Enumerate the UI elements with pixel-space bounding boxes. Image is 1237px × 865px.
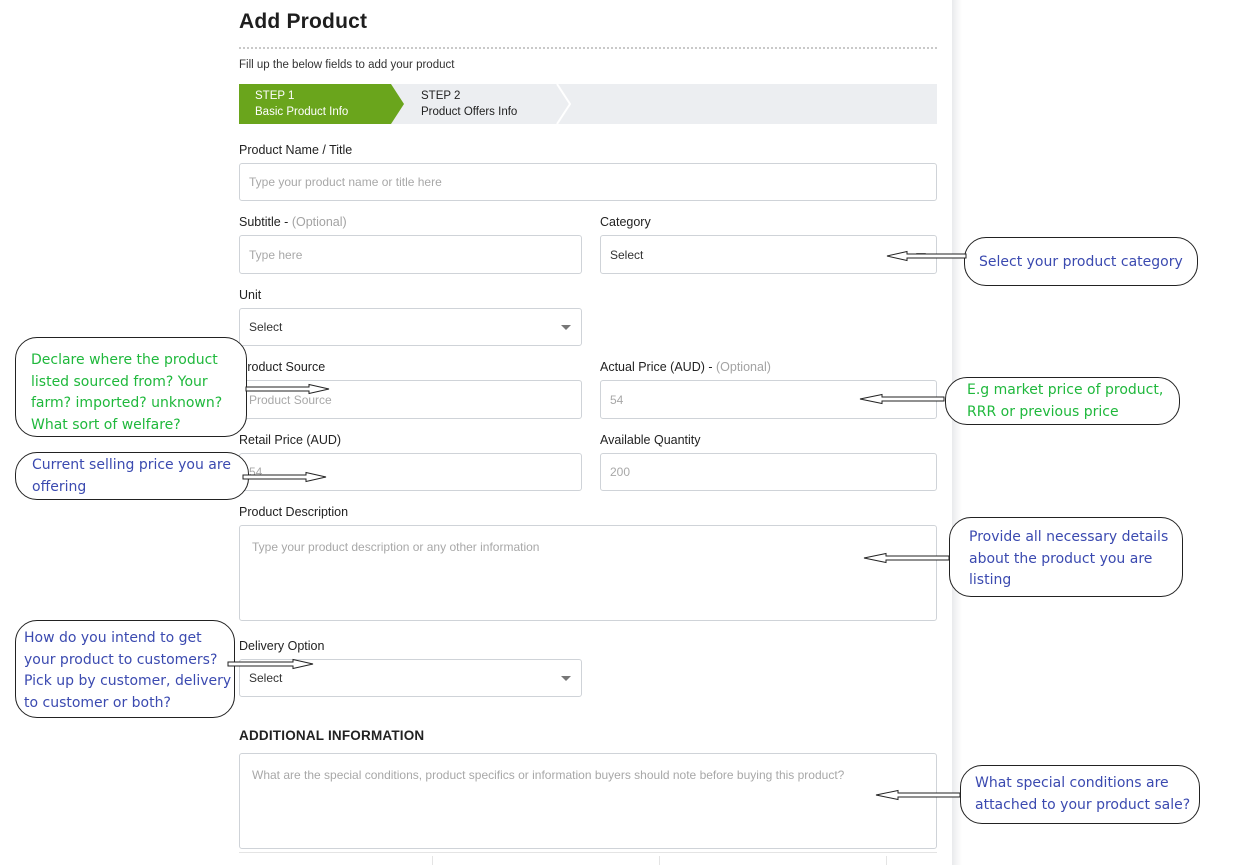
step-2[interactable]: STEP 2 Product Offers Info — [421, 88, 517, 120]
step-1-label: Basic Product Info — [255, 106, 349, 118]
annotation-actual-price: E.g market price of product, RRR or prev… — [945, 377, 1180, 425]
description-label: Product Description — [239, 505, 349, 519]
product-source-input[interactable]: Product Source — [239, 380, 582, 419]
step-2-label: Product Offers Info — [421, 106, 518, 118]
product-source-placeholder: Product Source — [249, 392, 332, 407]
actual-price-input[interactable]: 54 — [600, 380, 937, 419]
bottom-tick — [432, 856, 433, 865]
step-1[interactable]: STEP 1 Basic Product Info — [255, 88, 348, 120]
annotation-retail-price: Current selling price you are offering — [15, 452, 249, 500]
retail-price-label: Retail Price (AUD) — [239, 433, 342, 447]
actual-price-placeholder: 54 — [610, 392, 624, 407]
additional-info-textarea[interactable]: What are the special conditions, product… — [239, 753, 937, 849]
additional-info-heading: ADDITIONAL INFORMATION — [239, 728, 425, 743]
annotation-delivery: How do you intend to get your product to… — [15, 620, 235, 718]
step1-background — [239, 84, 404, 124]
page-title: Add Product — [239, 10, 368, 33]
delivery-option-label: Delivery Option — [239, 639, 325, 653]
step-arrows — [239, 84, 572, 124]
step-2-number: STEP 2 — [421, 90, 461, 102]
product-name-input[interactable]: Type your product name or title here — [239, 163, 937, 201]
annotation-source: Declare where the product listed sourced… — [15, 337, 247, 437]
step-progress: STEP 1 Basic Product Info STEP 2 Product… — [239, 84, 937, 124]
chevron-down-icon — [561, 325, 571, 330]
category-select[interactable]: Select — [600, 235, 937, 274]
retail-price-placeholder: 54 — [249, 465, 263, 479]
delivery-option-select[interactable]: Select — [239, 659, 582, 697]
subtitle-label: Subtitle - (Optional) — [239, 215, 347, 229]
category-value: Select — [610, 247, 644, 262]
panel-edge — [952, 0, 962, 865]
bottom-divider — [239, 852, 937, 853]
actual-price-optional: (Optional) — [716, 360, 771, 374]
category-label: Category — [600, 215, 651, 229]
description-textarea[interactable]: Type your product description or any oth… — [239, 525, 937, 621]
title-divider — [239, 47, 937, 49]
step2-separator — [556, 84, 572, 124]
step-1-number: STEP 1 — [255, 90, 295, 102]
subtitle-input[interactable]: Type here — [239, 235, 582, 274]
available-quantity-label: Available Quantity — [600, 433, 701, 447]
bottom-tick — [659, 856, 660, 865]
annotation-additional: What special conditions are attached to … — [960, 765, 1200, 824]
product-name-placeholder: Type your product name or title here — [249, 175, 442, 189]
additional-info-placeholder: What are the special conditions, product… — [252, 768, 845, 782]
chevron-down-icon — [916, 252, 926, 258]
actual-price-label-text: Actual Price (AUD) - — [600, 360, 716, 374]
available-quantity-placeholder: 200 — [610, 465, 631, 479]
actual-price-label: Actual Price (AUD) - (Optional) — [600, 360, 771, 374]
product-name-label: Product Name / Title — [239, 143, 353, 157]
unit-select[interactable]: Select — [239, 308, 582, 346]
subtitle-placeholder: Type here — [249, 247, 303, 262]
annotation-description: Provide all necessary details about the … — [949, 517, 1183, 597]
page-subtitle: Fill up the below fields to add your pro… — [239, 59, 455, 71]
unit-value: Select — [249, 320, 283, 334]
available-quantity-input[interactable]: 200 — [600, 453, 937, 491]
subtitle-label-text: Subtitle - — [239, 215, 292, 229]
description-placeholder: Type your product description or any oth… — [252, 540, 540, 554]
delivery-option-value: Select — [249, 671, 283, 685]
bottom-tick — [886, 856, 887, 865]
unit-label: Unit — [239, 288, 262, 302]
subtitle-optional: (Optional) — [291, 215, 347, 229]
chevron-down-icon — [561, 676, 571, 681]
annotation-category: Select your product category — [964, 237, 1198, 286]
product-source-label: Product Source — [239, 360, 326, 374]
retail-price-input[interactable]: 54 — [239, 453, 582, 491]
